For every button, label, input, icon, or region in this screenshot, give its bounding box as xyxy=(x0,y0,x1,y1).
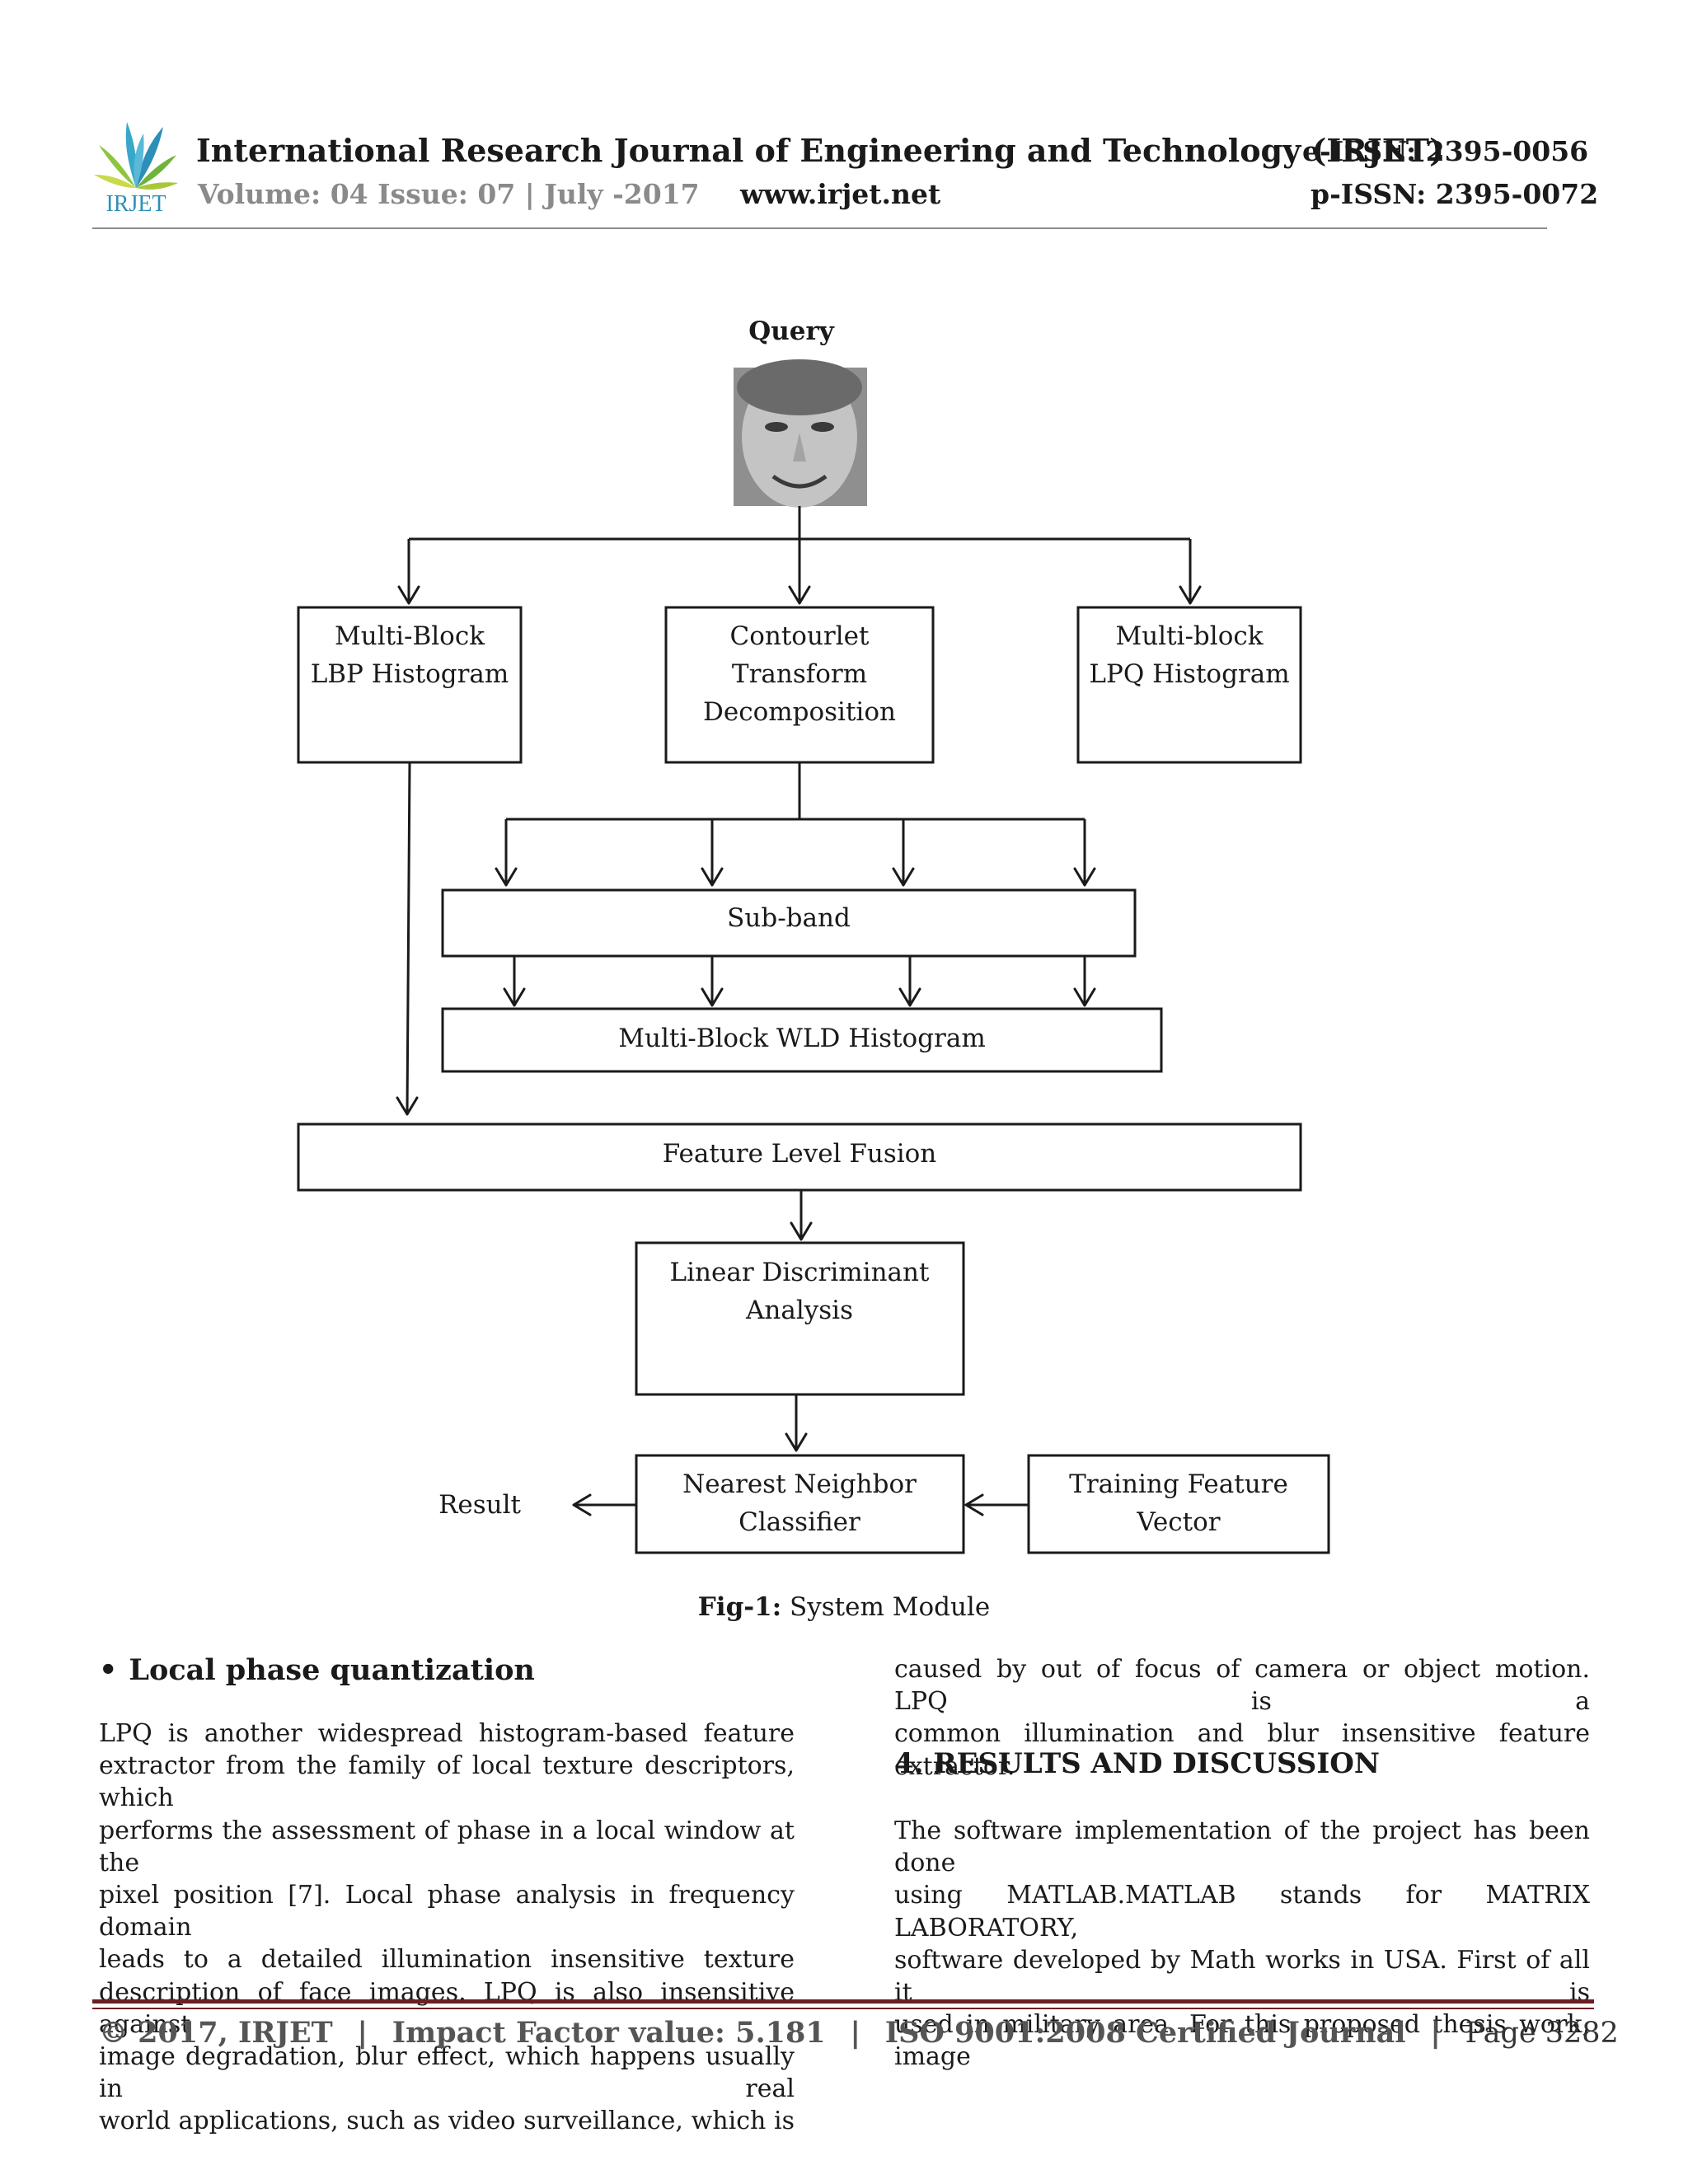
journal-title: International Research Journal of Engine… xyxy=(196,132,1444,169)
lpq-paragraph-continued: caused by out of focus of camera or obje… xyxy=(894,1653,1590,1783)
lpq-paragraph: LPQ is another widespread histogram-base… xyxy=(99,1718,795,2138)
text-line: world applications, such as video survei… xyxy=(99,2107,795,2136)
section-heading-results: 4. RESULTS AND DISCUSSION xyxy=(894,1747,1380,1780)
footer-separator: | xyxy=(850,2016,861,2050)
wld-histogram-box xyxy=(441,1007,1163,1073)
text-line: caused by out of focus of camera or obje… xyxy=(894,1655,1590,1717)
text-line: leads to a detailed illumination insensi… xyxy=(99,1945,795,1975)
text-line: using MATLAB.MATLAB stands for MATRIX LA… xyxy=(894,1881,1590,1943)
text-line: image degradation, blur effect, which ha… xyxy=(99,2042,795,2104)
text-line: LPQ is another widespread histogram-base… xyxy=(99,1719,795,1748)
contourlet-line-1: Contourlet xyxy=(730,621,870,651)
lbp-line-2: LBP Histogram xyxy=(311,659,509,689)
caption-text: System Module xyxy=(781,1592,991,1622)
eissn: e-ISSN: 2395-0056 xyxy=(1302,135,1589,167)
query-label: Query xyxy=(748,316,835,346)
text-line: used in military area. For this proposed… xyxy=(894,2010,1590,2072)
subband-label: Sub-band xyxy=(727,903,851,933)
lbp-histogram-box xyxy=(297,606,523,764)
text-line: pixel position [7]. Local phase analysis… xyxy=(99,1881,795,1943)
footer-separator: | xyxy=(357,2016,368,2050)
footer-impact-factor: Impact Factor value: 5.181 xyxy=(392,2016,826,2050)
training-line-2: Vector xyxy=(1136,1507,1220,1537)
lpq-histogram-box xyxy=(1076,606,1302,764)
system-module-diagram: Query Multi-Block LBP Histogram Contourl… xyxy=(297,316,1330,1554)
caption-prefix: Fig-1: xyxy=(697,1592,782,1622)
contourlet-line-2: Transform xyxy=(732,659,867,689)
figure-caption: Fig-1: System Module xyxy=(0,1592,1688,1622)
text-line: extractor from the family of local textu… xyxy=(99,1751,795,1813)
pissn: p-ISSN: 2395-0072 xyxy=(1311,178,1599,210)
contourlet-line-3: Decomposition xyxy=(703,697,896,727)
query-face-image xyxy=(734,359,867,508)
training-vector-box xyxy=(1027,1454,1330,1554)
header-divider xyxy=(92,227,1547,229)
lda-line-1: Linear Discriminant xyxy=(670,1258,930,1287)
contourlet-box xyxy=(664,606,935,764)
results-paragraph: The software implementation of the proje… xyxy=(894,1815,1590,2074)
section-heading-lpq: •Local phase quantization xyxy=(99,1653,535,1687)
text-line: performs the assessment of phase in a lo… xyxy=(99,1816,795,1877)
lbp-line-1: Multi-Block xyxy=(335,621,485,651)
volume-issue: Volume: 04 Issue: 07 | July -2017 xyxy=(198,178,700,210)
footer-iso: ISO 9001:2008 Certified Journal xyxy=(884,2016,1406,2050)
logo-text: IRJET xyxy=(106,191,166,214)
bullet-icon: • xyxy=(99,1653,118,1687)
wld-label: Multi-Block WLD Histogram xyxy=(618,1024,986,1053)
lpq-line-2: LPQ Histogram xyxy=(1089,659,1289,689)
text-line: software developed by Math works in USA.… xyxy=(894,1945,1590,2008)
nn-line-2: Classifier xyxy=(738,1507,860,1537)
lda-line-2: Analysis xyxy=(745,1296,853,1325)
lpq-line-1: Multi-block xyxy=(1115,621,1263,651)
footer: © 2017, IRJET | Impact Factor value: 5.181… xyxy=(99,2016,1619,2050)
training-line-1: Training Feature xyxy=(1069,1469,1288,1499)
footer-separator: | xyxy=(1430,2016,1441,2050)
feature-fusion-box xyxy=(297,1122,1302,1192)
footer-copyright: © 2017, IRJET xyxy=(99,2016,333,2050)
text-line: common illumination and blur insensitive… xyxy=(894,1719,1590,1781)
lda-box xyxy=(635,1241,965,1396)
irjet-logo: IRJET xyxy=(94,122,178,214)
result-label: Result xyxy=(438,1490,521,1520)
fusion-label: Feature Level Fusion xyxy=(663,1139,937,1169)
nn-line-1: Nearest Neighbor xyxy=(682,1469,917,1499)
journal-website-link[interactable]: www.irjet.net xyxy=(740,178,941,210)
footer-rule-thin xyxy=(92,2008,1594,2009)
footer-rule xyxy=(92,1999,1594,2004)
nn-classifier-box xyxy=(635,1454,965,1554)
footer-page-number: Page 3282 xyxy=(1465,2017,1619,2050)
text-line: The software implementation of the proje… xyxy=(894,1816,1590,1878)
subband-box xyxy=(441,888,1137,958)
